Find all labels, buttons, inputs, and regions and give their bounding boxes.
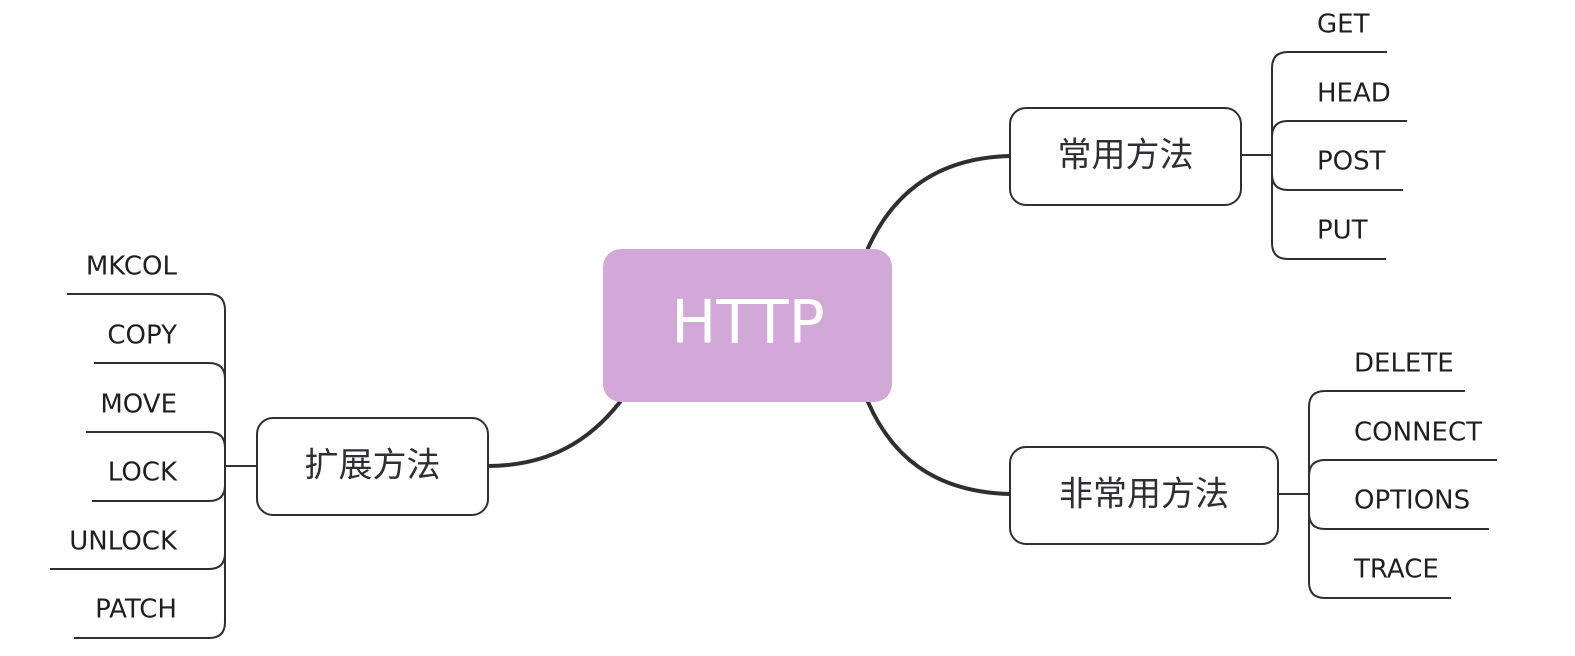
uncommon-main-link bbox=[866, 400, 1012, 496]
method-head: HEAD bbox=[1317, 79, 1391, 109]
common-head-connector bbox=[1271, 120, 1407, 155]
method-move: MOVE bbox=[100, 390, 177, 420]
mindmap-connections bbox=[50, 51, 1497, 639]
common-methods-box bbox=[1009, 107, 1242, 206]
uncommon-connect-connector bbox=[1308, 459, 1497, 494]
root-node: HTTP bbox=[603, 249, 892, 402]
uncommon-delete-connector bbox=[1308, 390, 1465, 494]
uncommon-methods-list: DELETE CONNECT OPTIONS TRACE bbox=[1353, 349, 1482, 585]
method-connect: CONNECT bbox=[1354, 418, 1482, 448]
extension-copy-connector bbox=[94, 362, 226, 466]
root-label: HTTP bbox=[671, 288, 825, 358]
common-put-connector bbox=[1271, 155, 1386, 260]
uncommon-trace-connector bbox=[1308, 494, 1451, 599]
extension-methods-list: MKCOL COPY MOVE LOCK UNLOCK PATCH bbox=[69, 252, 178, 625]
common-methods-list: GET HEAD POST PUT bbox=[1317, 10, 1391, 246]
extension-methods-box bbox=[256, 417, 489, 516]
extension-methods-label: 扩展方法 bbox=[305, 446, 441, 486]
uncommon-methods-box bbox=[1009, 446, 1279, 545]
method-mkcol: MKCOL bbox=[86, 252, 178, 282]
uncommon-methods-label: 非常用方法 bbox=[1059, 475, 1229, 515]
extension-methods-node: 扩展方法 bbox=[256, 417, 489, 516]
extension-mkcol-connector bbox=[67, 293, 226, 466]
extension-main-link bbox=[485, 400, 622, 468]
common-methods-node: 常用方法 bbox=[1009, 107, 1242, 206]
extension-move-connector bbox=[86, 431, 226, 466]
method-delete: DELETE bbox=[1354, 349, 1454, 379]
root-box bbox=[603, 249, 892, 402]
method-put: PUT bbox=[1317, 216, 1368, 246]
method-patch: PATCH bbox=[95, 595, 177, 625]
common-main-link bbox=[866, 154, 1012, 250]
method-copy: COPY bbox=[107, 321, 177, 351]
uncommon-methods-node: 非常用方法 bbox=[1009, 446, 1279, 545]
method-trace: TRACE bbox=[1353, 555, 1439, 585]
method-lock: LOCK bbox=[108, 458, 178, 488]
common-methods-label: 常用方法 bbox=[1058, 136, 1194, 176]
method-post: POST bbox=[1317, 147, 1386, 177]
extension-patch-connector bbox=[74, 466, 226, 639]
method-unlock: UNLOCK bbox=[69, 527, 178, 557]
method-get: GET bbox=[1317, 10, 1370, 40]
method-options: OPTIONS bbox=[1354, 486, 1470, 516]
common-get-connector bbox=[1271, 51, 1387, 155]
